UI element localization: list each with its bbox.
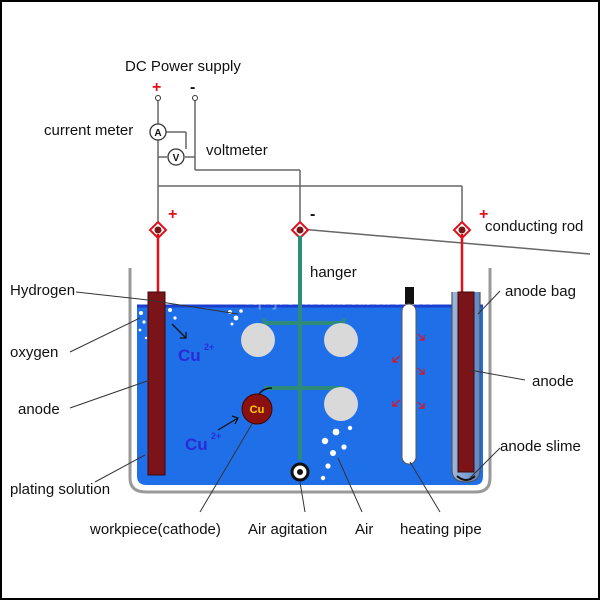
ammeter-symbol: A	[154, 128, 161, 139]
hanger-frame	[262, 236, 346, 460]
center-conducting-clamp	[290, 220, 310, 240]
air-bubbles	[320, 425, 353, 481]
plating-solution-label: plating solution	[10, 481, 110, 498]
cu-ion-lower: Cu	[185, 435, 208, 454]
plated-part-bottom-right	[324, 387, 358, 421]
cu-ion-upper-charge: 2+	[204, 342, 214, 352]
current-meter-label: current meter	[44, 122, 133, 139]
left-conducting-clamp	[148, 220, 168, 292]
left-anode-plate	[147, 291, 166, 476]
hydrogen-label: Hydrogen	[10, 282, 75, 299]
supply-minus-sign: -	[190, 79, 195, 96]
supply-plus-sign: +	[152, 79, 161, 96]
voltmeter-icon	[167, 148, 185, 166]
hanger-label: hanger	[310, 264, 357, 281]
oxygen-label: oxygen	[10, 344, 58, 361]
cu-ion-lower-charge: 2+	[211, 431, 221, 441]
workpiece-symbol: Cu	[250, 404, 265, 416]
conducting-rod-label: conducting rod	[485, 218, 583, 235]
supply-plus-terminal	[155, 95, 161, 101]
workpiece-label: workpiece(cathode)	[89, 521, 221, 538]
voltmeter-symbol: V	[173, 153, 180, 164]
left-anode-plus-sign: +	[168, 206, 177, 223]
supply-minus-terminal	[192, 95, 198, 101]
heat-arrows	[392, 333, 425, 409]
ion-migration-arrows	[171, 323, 239, 431]
dc-power-supply-label: DC Power supply	[125, 58, 241, 75]
label-leader-lines	[69, 290, 526, 513]
anode-slime-label: anode slime	[500, 438, 581, 455]
right-anode-label: anode	[532, 373, 574, 390]
right-anode-plus-sign: +	[479, 206, 488, 223]
air-label: Air	[355, 521, 373, 538]
plated-part-top-right	[324, 323, 358, 357]
left-anode-label: anode	[18, 401, 60, 418]
air-pipe-core	[297, 469, 303, 475]
right-conducting-clamp	[452, 220, 472, 292]
voltmeter-label: voltmeter	[206, 142, 268, 159]
plated-part-top-left	[241, 323, 275, 357]
circuit-wiring	[157, 101, 591, 255]
oxygen-bubbles	[138, 308, 177, 340]
cu-ion-upper: Cu	[178, 346, 201, 365]
heating-pipe-cap	[405, 287, 414, 304]
plating-solution	[137, 306, 483, 485]
cathode-minus-sign: -	[310, 206, 315, 223]
watermark: lqkj.en.alibaba.com	[245, 285, 433, 310]
air-agitation-label: Air agitation	[248, 521, 327, 538]
heating-pipe-label: heating pipe	[400, 521, 482, 538]
heating-pipe	[401, 303, 417, 465]
workpiece-cathode	[241, 393, 273, 425]
right-anode-plate	[457, 291, 475, 473]
ammeter-icon	[149, 123, 167, 141]
anode-slime	[456, 475, 476, 481]
anode-bag-label: anode bag	[505, 283, 576, 300]
